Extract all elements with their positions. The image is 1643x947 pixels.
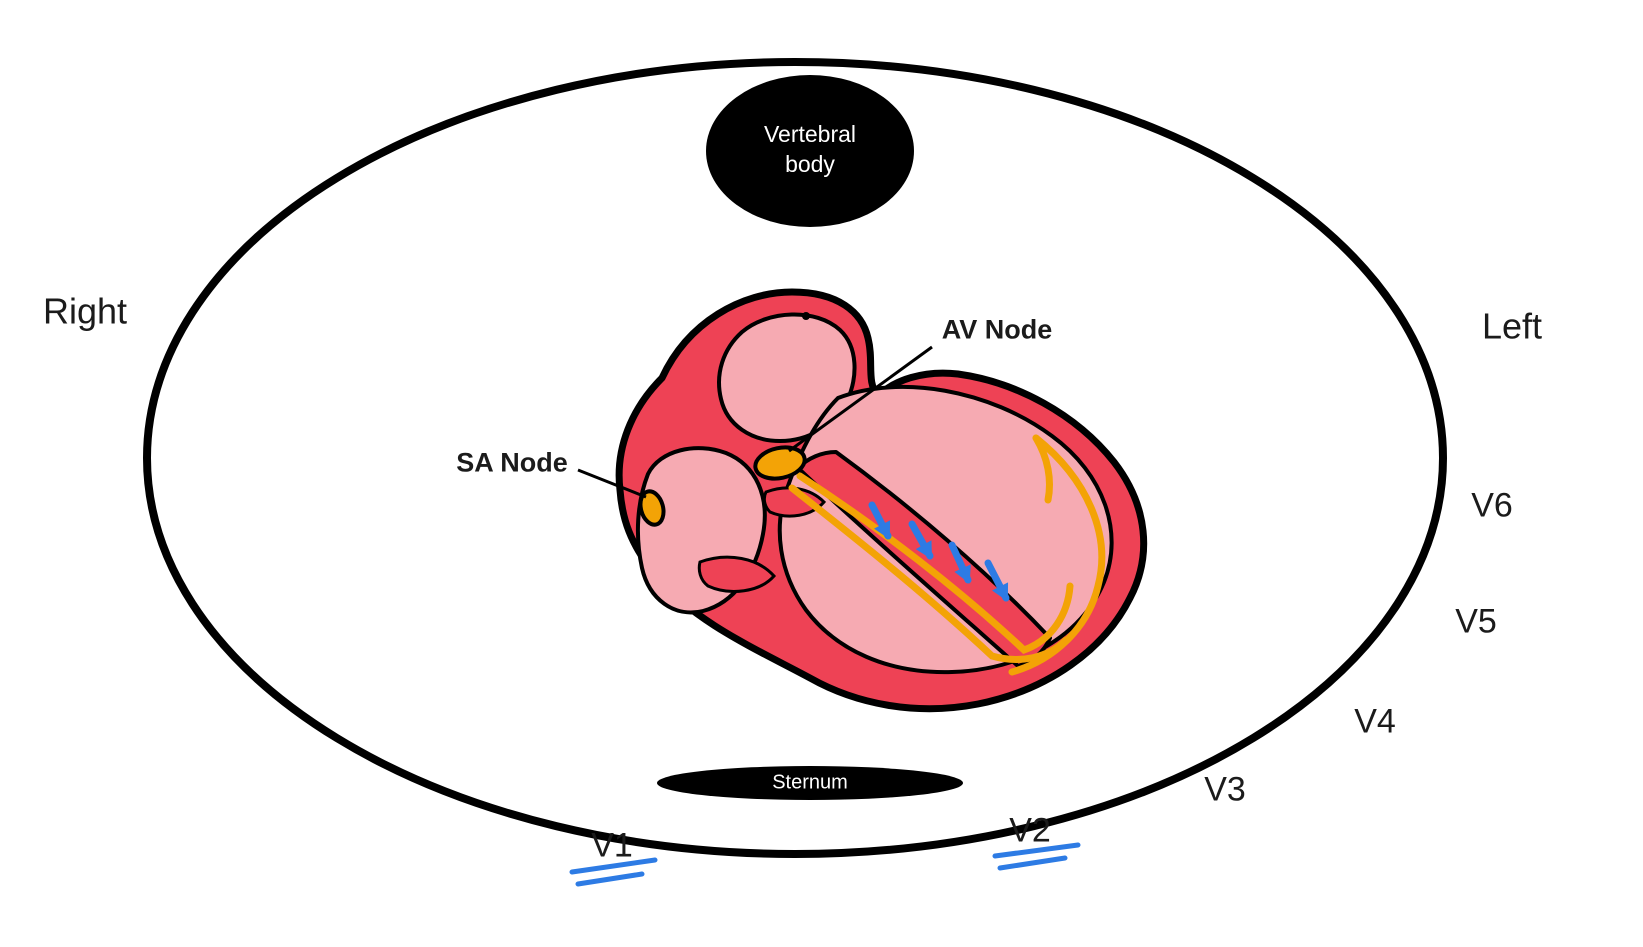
bundle-branch-lower (788, 484, 1070, 663)
sternum-label: Sternum (772, 771, 848, 794)
sternum-shape (657, 766, 963, 800)
depolarization-arrow (984, 559, 1010, 602)
depolarization-arrow (908, 520, 934, 560)
right-wall-fiber (1008, 434, 1106, 676)
v1-underline-top (569, 857, 658, 875)
heart-top-dot (802, 312, 810, 320)
vertebral-body-label-line2: body (785, 151, 835, 177)
lead-label-v4: V4 (1354, 702, 1396, 741)
conduction-fibers (788, 434, 1106, 676)
lead-label-v1: V1 (591, 826, 633, 865)
v2-underline-top (992, 842, 1081, 859)
depolarization-arrow (868, 501, 892, 540)
bundle-branch-upper (796, 472, 1074, 655)
heart-valve-flap (697, 555, 777, 593)
depolarization-arrow (948, 541, 972, 584)
lead-label-v2: V2 (1009, 811, 1051, 850)
orientation-left-label: Left (1481, 305, 1543, 347)
sa-node-shape (638, 489, 666, 527)
sa-node-label: SA Node (456, 447, 568, 478)
lead-underlines (569, 842, 1081, 887)
fiber-twig (1032, 434, 1053, 504)
lead-label-v3: V3 (1204, 770, 1246, 809)
av-node-label: AV Node (941, 314, 1053, 345)
lead-label-v6: V6 (1471, 486, 1513, 525)
orientation-right-label: Right (42, 290, 128, 332)
vertebral-body-label-line1: Vertebral (763, 121, 857, 148)
heart-illustration (615, 288, 1148, 713)
av-node-shape (753, 445, 807, 481)
sa-node-leader-line (577, 468, 647, 499)
av-node-leader-line (788, 345, 933, 453)
depolarization-arrows (868, 501, 1010, 602)
vertebral-body-label: Vertebral body (764, 120, 856, 180)
vertebral-body-shape (706, 75, 914, 227)
v2-underline-bottom (997, 855, 1068, 871)
lead-label-v5: V5 (1455, 602, 1497, 641)
v1-underline-bottom (575, 871, 645, 887)
